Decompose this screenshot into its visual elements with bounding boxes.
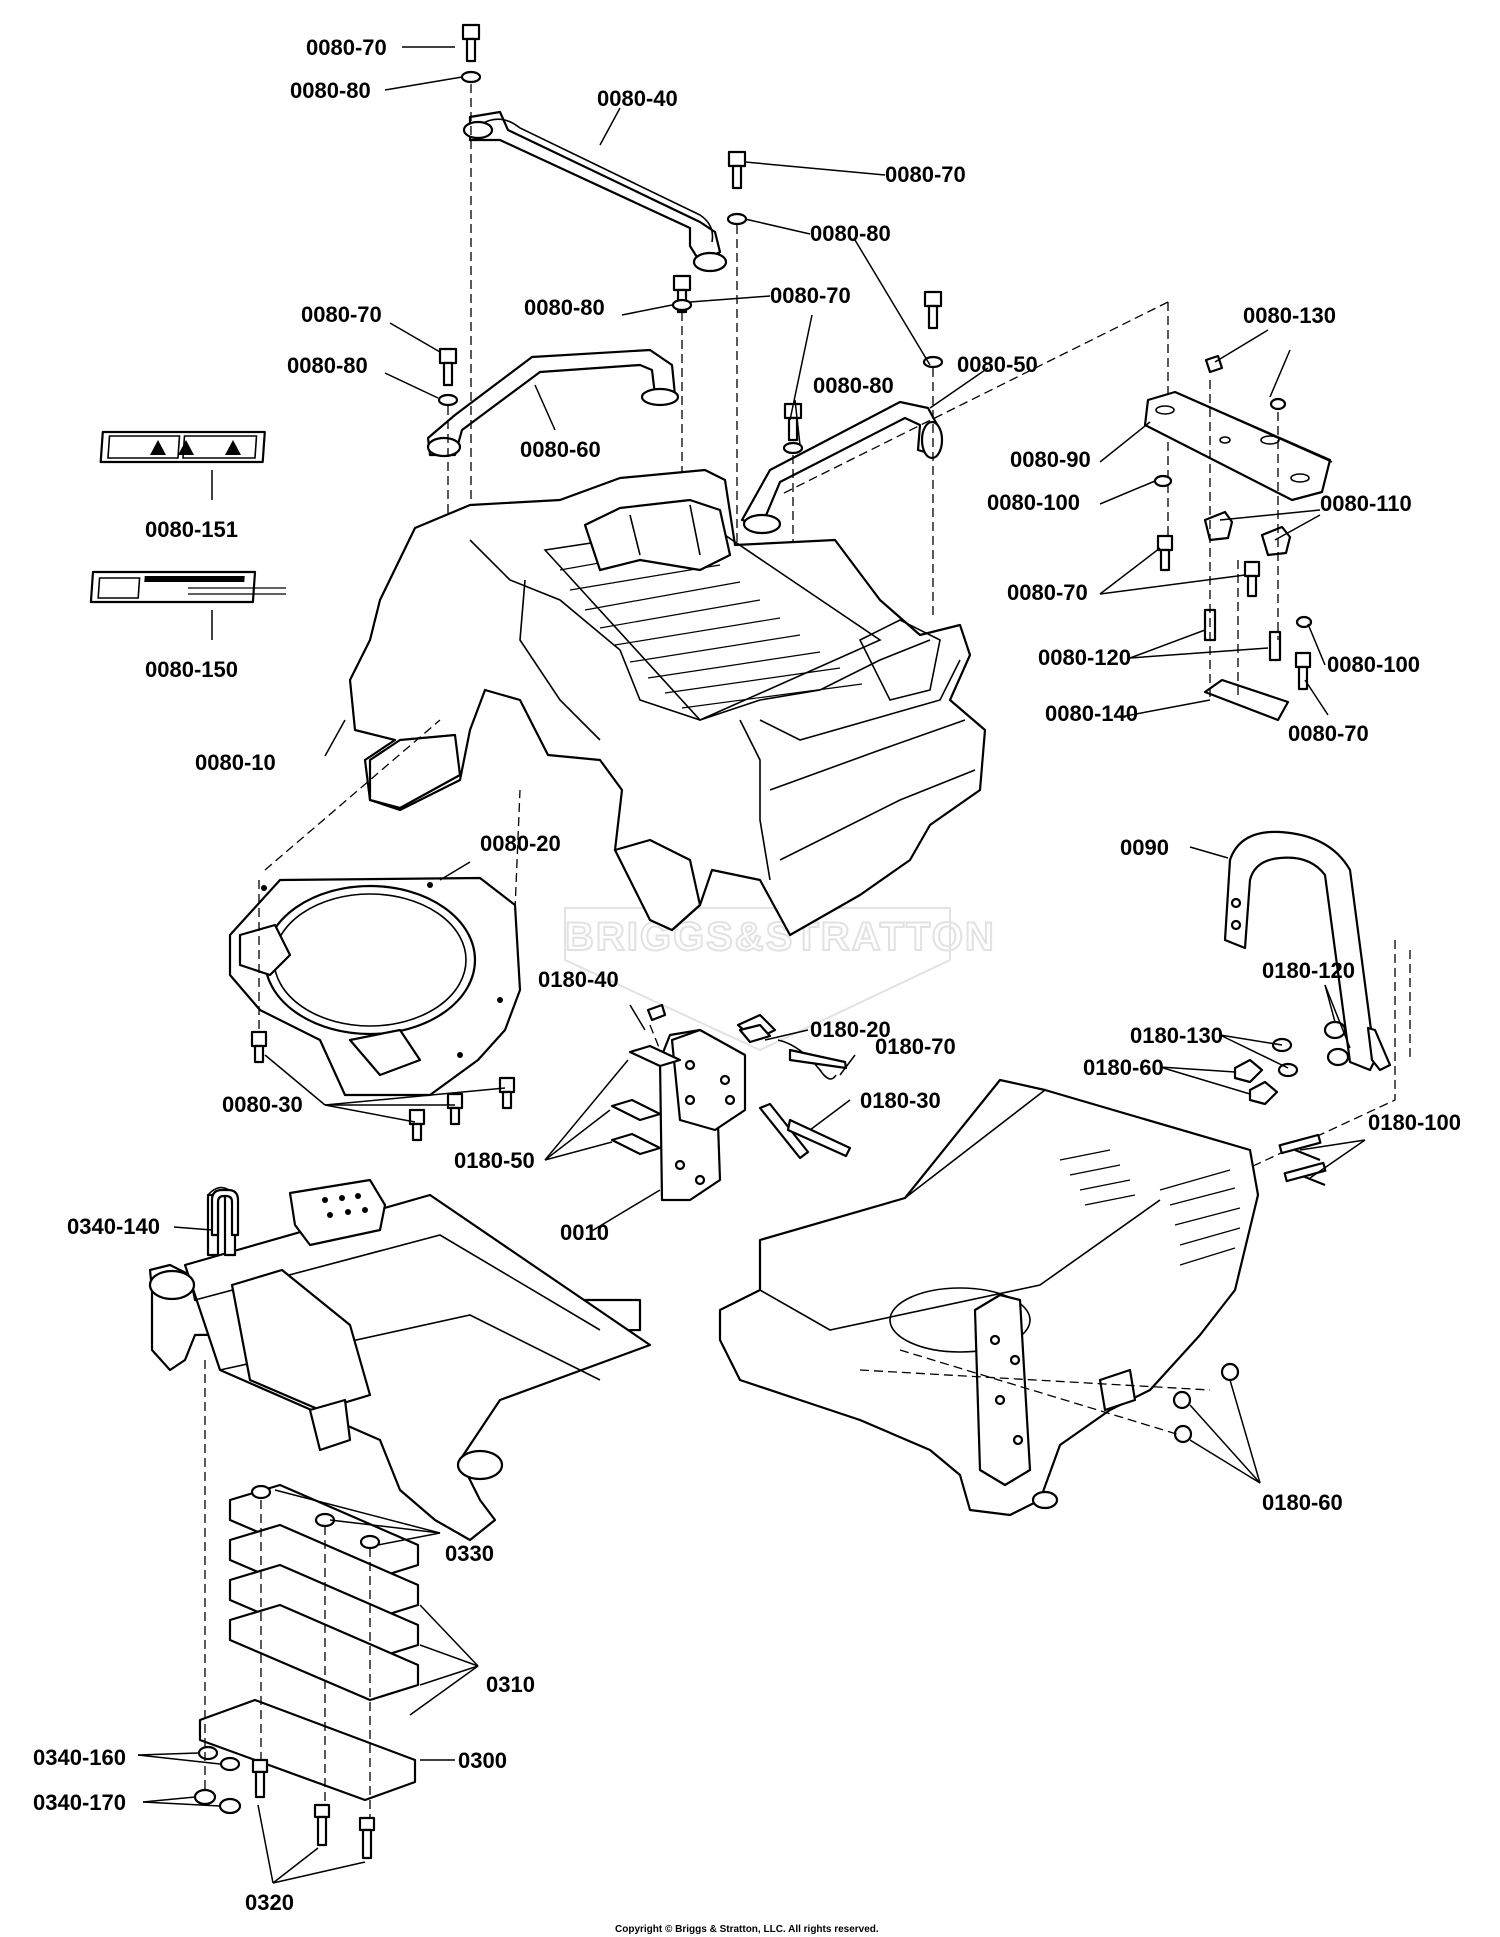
callout-0180-40: 0180-40 <box>538 967 619 992</box>
callout-0080-70-c: 0080-70 <box>770 283 851 308</box>
callout-0080-70-b: 0080-70 <box>885 162 966 187</box>
callout-0080-80-d: 0080-80 <box>287 353 368 378</box>
callout-0180-120: 0180-120 <box>1262 958 1355 983</box>
callout-0300: 0300 <box>458 1748 507 1773</box>
callout-0090: 0090 <box>1120 835 1169 860</box>
pin-hardware <box>738 1023 1327 1187</box>
callout-0320: 0320 <box>245 1890 294 1915</box>
callout-0080-80-e: 0080-80 <box>813 373 894 398</box>
callout-0080-50: 0080-50 <box>957 352 1038 377</box>
callout-0310: 0310 <box>486 1672 535 1697</box>
callout-0080-80-b: 0080-80 <box>810 221 891 246</box>
callout-0330: 0330 <box>445 1541 494 1566</box>
callout-0080-150: 0080-150 <box>145 657 238 682</box>
right-handle-0080-50 <box>740 400 944 535</box>
mount-bracket-0010 <box>610 1003 837 1202</box>
weight-stack <box>193 1360 420 1860</box>
callout-0080-70-a: 0080-70 <box>306 35 387 60</box>
callout-0080-40: 0080-40 <box>597 86 678 111</box>
callout-0080-100-a: 0080-100 <box>987 490 1080 515</box>
callout-0080-70-d: 0080-70 <box>301 302 382 327</box>
watermark-text: BRIGGS&STRATTON <box>565 915 996 959</box>
callout-0080-110: 0080-110 <box>1320 491 1412 516</box>
callout-0080-140: 0080-140 <box>1045 701 1138 726</box>
callout-0180-60-b: 0180-60 <box>1262 1490 1343 1515</box>
bracket-hardware <box>1153 354 1313 722</box>
seat-frame <box>718 1078 1260 1517</box>
callout-0180-30: 0180-30 <box>860 1088 941 1113</box>
callout-0340-140: 0340-140 <box>67 1214 160 1239</box>
callout-0080-80-a: 0080-80 <box>290 78 371 103</box>
decal-0080-151 <box>99 430 266 464</box>
roll-bar-0090 <box>1179 830 1411 1201</box>
bracket-0080-90 <box>1143 390 1333 502</box>
callout-0080-151: 0080-151 <box>145 517 238 542</box>
brand-watermark: BRIGGS&STRATTON <box>564 907 996 1052</box>
callout-0080-100-b: 0080-100 <box>1327 652 1420 677</box>
callout-0180-50: 0180-50 <box>454 1148 535 1173</box>
callout-0080-10: 0080-10 <box>195 750 276 775</box>
main-frame <box>148 1178 652 1542</box>
body-panel-0080-10 <box>348 468 987 937</box>
callout-0010: 0010 <box>560 1220 609 1245</box>
callout-labels: 0080-70 0080-80 0080-40 0080-70 0080-80 … <box>33 35 1461 1915</box>
callout-0080-130: 0080-130 <box>1243 303 1336 328</box>
callout-0080-70-e: 0080-70 <box>1007 580 1088 605</box>
callout-0180-60-a: 0180-60 <box>1083 1055 1164 1080</box>
callout-0080-30: 0080-30 <box>222 1092 303 1117</box>
decal-0080-150 <box>89 570 286 604</box>
callout-0080-60: 0080-60 <box>520 437 601 462</box>
left-handle-0080-60 <box>426 348 680 458</box>
callout-0080-90: 0080-90 <box>1010 447 1091 472</box>
rear-handle-0080-40 <box>462 110 728 273</box>
callout-0180-70: 0180-70 <box>875 1034 956 1059</box>
callout-0080-20: 0080-20 <box>480 831 561 856</box>
u-bolt-0340-140 <box>210 1188 240 1237</box>
copyright-notice: Copyright © Briggs & Stratton, LLC. All … <box>615 1924 879 1935</box>
callout-0180-20: 0180-20 <box>810 1017 891 1042</box>
callout-0180-100: 0180-100 <box>1368 1110 1461 1135</box>
callout-0080-70-f: 0080-70 <box>1288 721 1369 746</box>
callout-0080-80-c: 0080-80 <box>524 295 605 320</box>
shroud-0080-20 <box>228 876 522 1097</box>
callout-0340-170: 0340-170 <box>33 1790 126 1815</box>
callout-0340-160: 0340-160 <box>33 1745 126 1770</box>
callout-0180-130: 0180-130 <box>1130 1023 1223 1048</box>
callout-0080-120: 0080-120 <box>1038 645 1131 670</box>
leader-lines <box>137 46 1366 1884</box>
